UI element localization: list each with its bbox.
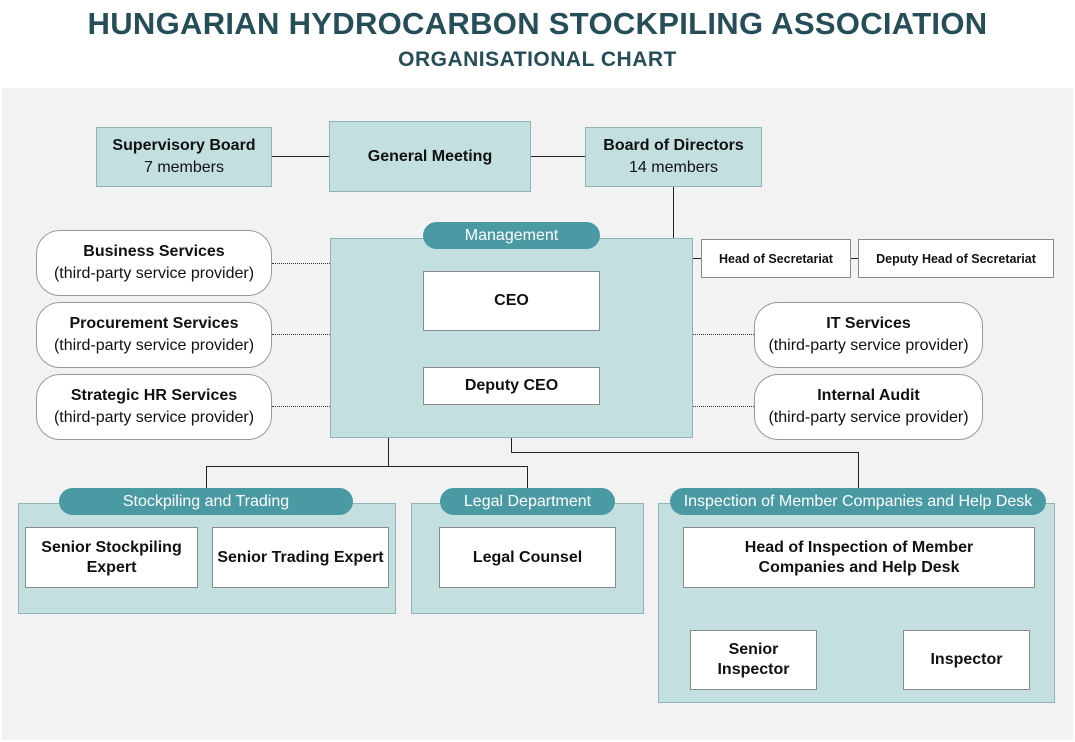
dotted-connector-audit [692, 406, 754, 407]
legal-counsel-box: Legal Counsel [439, 527, 616, 588]
connector-deputy-inspection-h [511, 452, 858, 453]
connector-departments-h [206, 466, 527, 467]
supervisory-board-members: 7 members [143, 158, 225, 176]
senior-trading-expert-box: Senior Trading Expert [212, 527, 389, 588]
supervisory-board-box: Supervisory Board 7 members [96, 127, 272, 187]
board-of-directors-box: Board of Directors 14 members [585, 127, 762, 187]
deputy-head-of-secretariat-box: Deputy Head of Secretariat [858, 239, 1054, 278]
head-of-inspection-box: Head of Inspection of Member Companies a… [683, 527, 1035, 588]
general-meeting-box: General Meeting [329, 121, 531, 192]
connector-supervisory-general [271, 156, 330, 157]
connector-secretariat-pair [850, 258, 859, 259]
internal-audit-box: Internal Audit (third-party service prov… [754, 374, 983, 440]
board-of-directors-name: Board of Directors [603, 136, 744, 154]
business-services-name: Business Services [83, 242, 225, 260]
ceo-title: CEO [494, 292, 529, 309]
it-services-name: IT Services [826, 314, 911, 332]
deputy-head-of-secretariat-title: Deputy Head of Secretariat [876, 251, 1036, 266]
legal-counsel-title: Legal Counsel [472, 548, 583, 566]
inspector-title: Inspector [930, 651, 1003, 668]
procurement-services-note: (third-party service provider) [53, 336, 255, 354]
connector-inspection-drop [858, 452, 859, 490]
it-services-note: (third-party service provider) [768, 336, 969, 354]
internal-audit-note: (third-party service provider) [768, 408, 969, 426]
ceo-box: CEO [423, 271, 600, 331]
senior-inspector-box: Senior Inspector [690, 630, 817, 690]
general-meeting-name: General Meeting [367, 147, 493, 165]
supervisory-board-name: Supervisory Board [112, 136, 256, 154]
dotted-connector-hr [272, 406, 330, 407]
connector-legal-drop [527, 466, 528, 490]
dotted-connector-procurement [272, 334, 330, 335]
business-services-box: Business Services (third-party service p… [36, 230, 272, 296]
procurement-services-box: Procurement Services (third-party servic… [36, 302, 272, 368]
board-of-directors-members: 14 members [629, 158, 718, 176]
stockpiling-department-label: Stockpiling and Trading [59, 488, 353, 515]
strategic-hr-services-note: (third-party service provider) [53, 408, 255, 426]
head-of-secretariat-title: Head of Secretariat [719, 251, 833, 266]
deputy-ceo-box: Deputy CEO [423, 367, 600, 405]
business-services-note: (third-party service provider) [53, 264, 255, 282]
connector-board-management [673, 186, 674, 238]
senior-trading-expert-title: Senior Trading Expert [217, 548, 384, 566]
strategic-hr-services-name: Strategic HR Services [70, 386, 238, 404]
management-group [330, 238, 693, 438]
management-label: Management [423, 222, 600, 249]
connector-general-board [530, 156, 586, 157]
procurement-services-name: Procurement Services [69, 314, 239, 332]
senior-stockpiling-expert-title: Senior Stockpiling Expert [41, 538, 182, 576]
dotted-connector-business [272, 263, 330, 264]
internal-audit-name: Internal Audit [817, 386, 920, 404]
head-of-inspection-title: Head of Inspection of Member Companies a… [744, 538, 974, 576]
senior-inspector-title: Senior Inspector [717, 641, 790, 678]
page-title: HUNGARIAN HYDROCARBON STOCKPILING ASSOCI… [87, 6, 988, 41]
it-services-box: IT Services (third-party service provide… [754, 302, 983, 368]
deputy-ceo-title: Deputy CEO [464, 377, 559, 394]
head-of-secretariat-box: Head of Secretariat [701, 239, 851, 278]
inspection-department-label: Inspection of Member Companies and Help … [670, 488, 1046, 515]
dotted-connector-it [692, 334, 754, 335]
inspector-box: Inspector [903, 630, 1030, 690]
page-subtitle: ORGANISATIONAL CHART [398, 48, 677, 71]
strategic-hr-services-box: Strategic HR Services (third-party servi… [36, 374, 272, 440]
legal-department-label: Legal Department [440, 488, 615, 515]
connector-stockpiling-drop [206, 466, 207, 490]
senior-stockpiling-expert-box: Senior Stockpiling Expert [25, 527, 198, 588]
